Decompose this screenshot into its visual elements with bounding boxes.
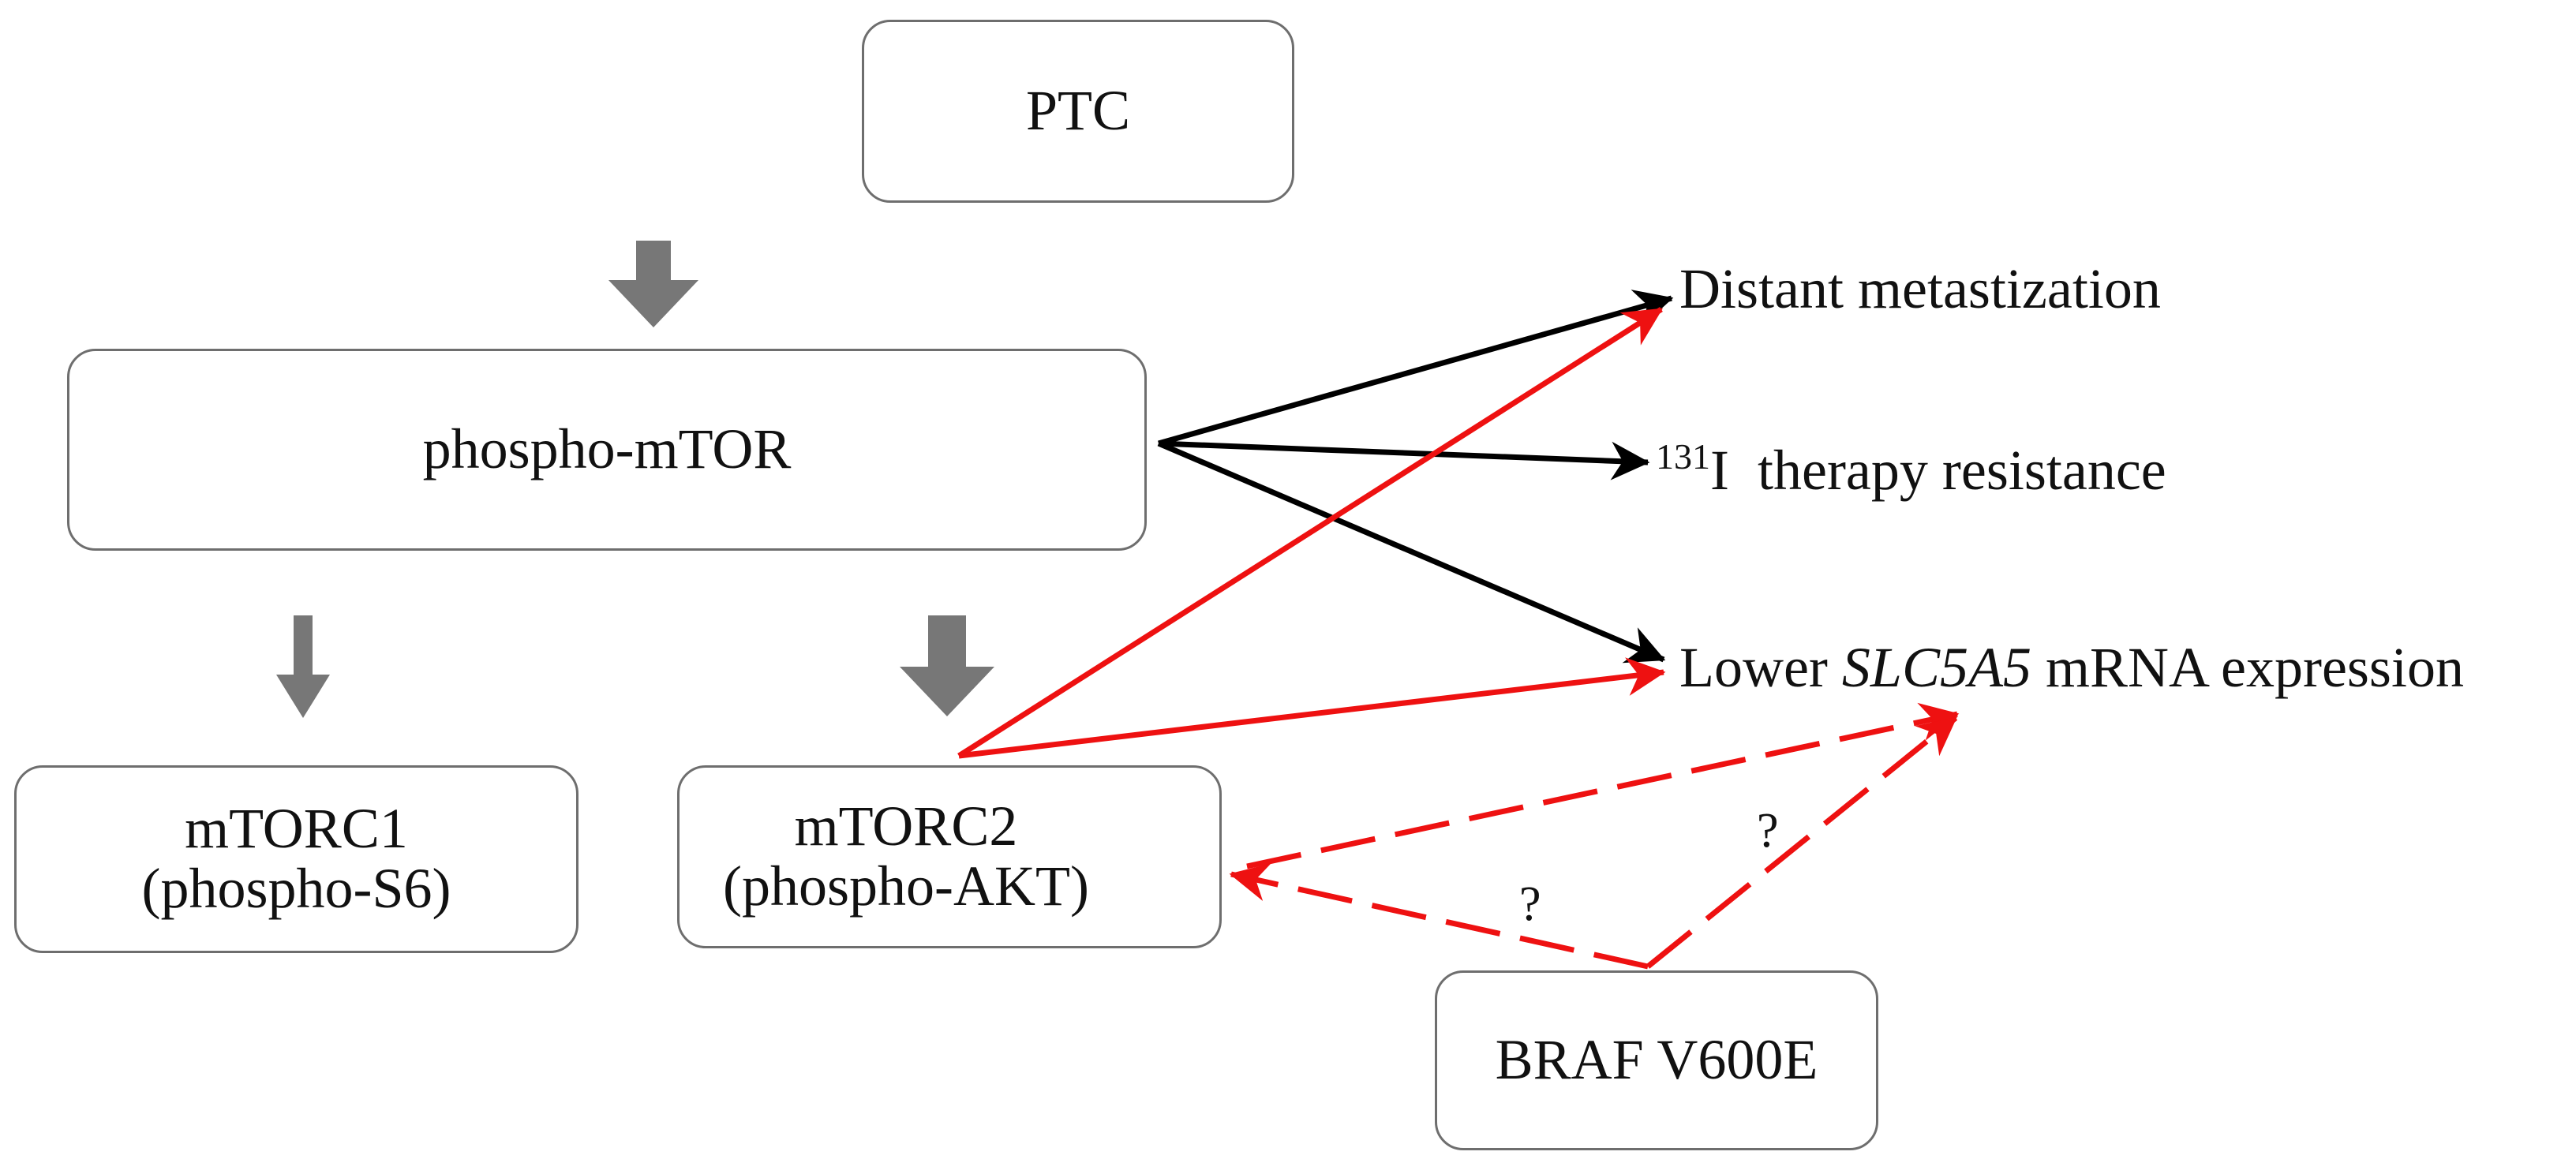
iodine-symbol: I bbox=[1710, 439, 1729, 502]
uncertain-mark-slc-link: ? bbox=[1757, 804, 1779, 858]
mtor-to-mtorc2-arrow bbox=[900, 615, 994, 716]
mtorc2-to-slc-dashed-arrow[interactable] bbox=[1246, 702, 1960, 869]
ptc-node[interactable]: PTC bbox=[862, 20, 1294, 203]
mtor-to-slc-arrow[interactable] bbox=[1157, 440, 1666, 664]
uncertain-mark-mtorc2-link: ? bbox=[1519, 877, 1541, 931]
ptc-label: PTC bbox=[1025, 79, 1131, 143]
mtorc2-to-slc-arrow[interactable] bbox=[958, 657, 1666, 759]
slc5a5-gene-name: SLC5A5 bbox=[1841, 636, 2031, 699]
mtor-to-therapy-arrow[interactable] bbox=[1158, 440, 1650, 480]
therapy-resistance-label: 131I therapy resistance bbox=[1656, 439, 2166, 502]
braf-to-mtorc2-dashed-arrow[interactable] bbox=[1229, 863, 1649, 970]
mtorc1-sublabel: (phospho-S6) bbox=[141, 857, 451, 920]
braf-to-slc-dashed-arrow[interactable] bbox=[1646, 716, 1958, 969]
mtor-to-metastasis-arrow[interactable] bbox=[1158, 290, 1674, 447]
mtorc2-to-metastasis-arrow[interactable] bbox=[957, 307, 1664, 758]
braf-v600e-label: BRAF V600E bbox=[1495, 1028, 1818, 1092]
mtor-to-mtorc1-arrow bbox=[276, 615, 330, 718]
therapy-resistance-text: therapy resistance bbox=[1757, 439, 2166, 502]
braf-v600e-node[interactable]: BRAF V600E bbox=[1435, 970, 1878, 1150]
mtorc2-node[interactable]: mTORC2 (phospho-AKT) bbox=[677, 765, 1222, 948]
mtorc1-node[interactable]: mTORC1 (phospho-S6) bbox=[14, 765, 578, 953]
iodine-isotope-superscript: 131 bbox=[1656, 436, 1710, 477]
phospho-mtor-node[interactable]: phospho-mTOR bbox=[67, 349, 1147, 551]
mtorc2-label: mTORC2 bbox=[794, 795, 1018, 858]
ptc-to-mtor-arrow bbox=[608, 241, 698, 327]
mtorc1-label: mTORC1 bbox=[185, 797, 408, 861]
distant-metastization-label: Distant metastization bbox=[1679, 257, 2161, 320]
phospho-mtor-label: phospho-mTOR bbox=[422, 417, 792, 481]
slc5a5-expression-label: Lower SLC5A5 mRNA expression bbox=[1679, 636, 2464, 699]
mtorc2-sublabel: (phospho-AKT) bbox=[723, 854, 1089, 918]
